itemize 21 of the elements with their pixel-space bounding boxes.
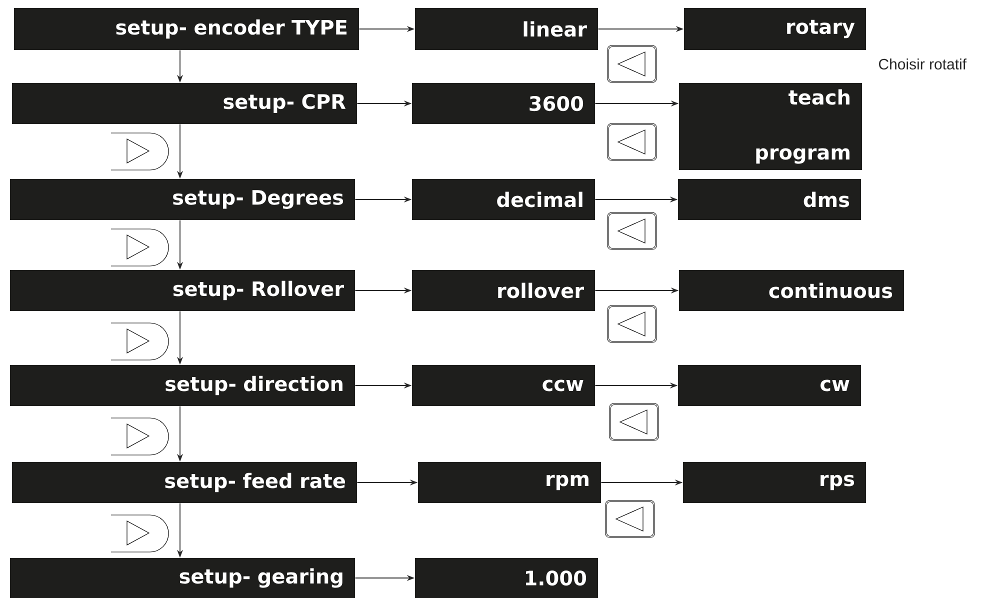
display-box: rpm — [418, 462, 601, 503]
display-box: rollover — [412, 270, 595, 311]
display-box: decimal — [412, 179, 595, 220]
display-box: setup- direction — [10, 365, 355, 406]
display-box: teach program — [679, 83, 862, 170]
display-box: setup- gearing — [10, 558, 355, 598]
display-box: rps — [683, 462, 866, 503]
display-box: dms — [678, 179, 861, 220]
display-box: linear — [415, 8, 598, 50]
display-box: 1.000 — [415, 558, 598, 598]
display-box: setup- Rollover — [10, 270, 355, 311]
display-box: rotary — [684, 8, 866, 50]
display-box: 3600 — [412, 83, 595, 124]
display-box: setup- encoder TYPE — [14, 8, 359, 50]
note-text: Choisir rotatif — [878, 58, 967, 70]
display-box: setup- Degrees — [10, 179, 355, 220]
display-box: setup- CPR — [12, 83, 357, 124]
display-box: ccw — [412, 365, 595, 406]
display-box: setup- feed rate — [12, 462, 357, 503]
display-box: continuous — [679, 270, 904, 311]
display-box: cw — [678, 365, 861, 406]
